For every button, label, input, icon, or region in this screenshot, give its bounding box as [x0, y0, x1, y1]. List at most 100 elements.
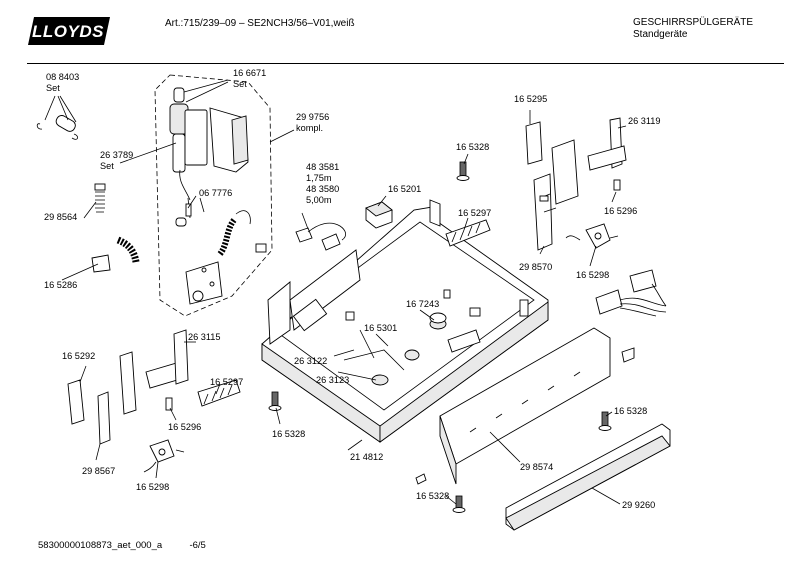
part-number: 26 3119 — [628, 116, 661, 126]
part-note: Set — [100, 161, 114, 171]
part-number: 16 5297 — [210, 377, 243, 387]
part-number: 29 8574 — [520, 462, 553, 472]
part-number: 26 3115 — [188, 332, 221, 342]
part-note: Set — [46, 83, 60, 93]
document-id: 58300000108873_aet_000_a -6/5 — [38, 540, 206, 551]
part-label: 06 7776 — [199, 188, 232, 198]
part-label: 16 5301 — [364, 323, 397, 333]
base-tray-drawing — [261, 199, 549, 443]
part-number: 26 3122 — [294, 356, 327, 366]
part-label: 29 8564 — [44, 212, 77, 222]
right-rail-drawing — [587, 117, 627, 191]
part-number: 16 5328 — [416, 491, 449, 501]
right-runner-drawing — [445, 219, 491, 247]
part-number: 16 5297 — [458, 208, 491, 218]
plinth-cover-drawing — [505, 423, 671, 531]
terminal-block-drawing — [365, 201, 393, 229]
connector-harness-drawing — [595, 269, 667, 317]
corrugated-hose-drawing — [217, 210, 267, 256]
power-cable-drawing — [295, 222, 346, 251]
part-number: 16 5328 — [614, 406, 647, 416]
part-number: 06 7776 — [199, 188, 232, 198]
kick-plate-drawing — [439, 327, 611, 485]
part-label: 16 5328 — [456, 142, 489, 152]
part-label: 26 3119 — [628, 116, 661, 126]
part-note: 48 3580 — [306, 184, 339, 194]
header-rule — [27, 63, 784, 65]
page-indicator: -6/5 — [189, 540, 206, 551]
screw-icon — [452, 495, 466, 513]
document-number: 58300000108873_aet_000_a — [38, 540, 163, 551]
screw-icon — [598, 411, 612, 431]
appliance-subcategory: Standgeräte — [633, 29, 688, 40]
part-note: Set — [233, 79, 247, 89]
part-number: 16 7243 — [406, 299, 439, 309]
screw-icon — [268, 391, 282, 411]
part-label: 16 5328 — [272, 429, 305, 439]
part-number: 16 5298 — [576, 270, 609, 280]
part-note: kompl. — [296, 123, 323, 133]
right-side-bracket-drawing — [525, 121, 579, 251]
part-number: 29 9756 — [296, 112, 329, 122]
part-label: 16 5328 — [614, 406, 647, 416]
article-number: Art.:715/239–09 – SE2NCH3/56–V01,weiß — [165, 18, 355, 29]
part-label: 26 3115 — [188, 332, 221, 342]
part-label: 16 5292 — [62, 351, 95, 361]
right-hinge-drawing — [565, 223, 619, 249]
part-number: 16 5296 — [168, 422, 201, 432]
part-number: 29 8567 — [82, 466, 115, 476]
part-label: 16 5295 — [514, 94, 547, 104]
part-label: 29 8574 — [520, 462, 553, 472]
part-number: 16 5298 — [136, 482, 169, 492]
brand-logo: LLOYDS — [28, 16, 110, 46]
part-number: 16 5296 — [604, 206, 637, 216]
brand-logo-text: LLOYDS — [32, 22, 104, 41]
appliance-category: GESCHIRRSPÜLGERÄTE — [633, 17, 754, 28]
part-label: 16 5286 — [44, 280, 77, 290]
screw-icon — [415, 347, 635, 485]
part-label: 16 5297 — [210, 377, 243, 387]
part-number: 16 5328 — [456, 142, 489, 152]
sleeve-set-drawing — [36, 115, 78, 140]
part-label: 16 7243 — [406, 299, 439, 309]
screw-icon — [456, 161, 470, 181]
part-number: 16 6671 — [233, 68, 266, 78]
part-number: 21 4812 — [350, 452, 383, 462]
part-label: 16 5298 — [136, 482, 169, 492]
part-label: 16 5296 — [168, 422, 201, 432]
part-note: 1,75m — [306, 173, 332, 183]
part-label: 29 8567 — [82, 466, 115, 476]
part-label: 16 5296 — [604, 206, 637, 216]
part-label: 26 3122 — [294, 356, 327, 366]
part-number: 26 3123 — [316, 375, 349, 385]
part-number: 29 8564 — [44, 212, 77, 222]
part-number: 26 3789 — [100, 150, 133, 160]
left-side-bracket-drawing — [67, 329, 241, 473]
part-label: 21 4812 — [350, 452, 383, 462]
assembly-group-outline — [154, 74, 273, 317]
part-label: 16 5201 — [388, 184, 421, 194]
part-number: 16 5295 — [514, 94, 547, 104]
part-label: 16 5328 — [416, 491, 449, 501]
part-note: 5,00m — [306, 195, 332, 205]
mounting-plate-drawing — [185, 261, 223, 305]
part-number: 29 8570 — [519, 262, 552, 272]
part-number: 08 8403 — [46, 72, 79, 82]
part-number: 16 5292 — [62, 351, 95, 361]
leader-lines — [44, 79, 627, 505]
part-number: 48 3581 — [306, 162, 339, 172]
part-number: 16 5301 — [364, 323, 397, 333]
part-label: 29 8570 — [519, 262, 552, 272]
part-number: 16 5201 — [388, 184, 421, 194]
valve-assembly-drawing — [169, 87, 249, 227]
spring-drawing — [94, 183, 106, 213]
part-label: 26 3123 — [316, 375, 349, 385]
part-label: 16 5297 — [458, 208, 491, 218]
